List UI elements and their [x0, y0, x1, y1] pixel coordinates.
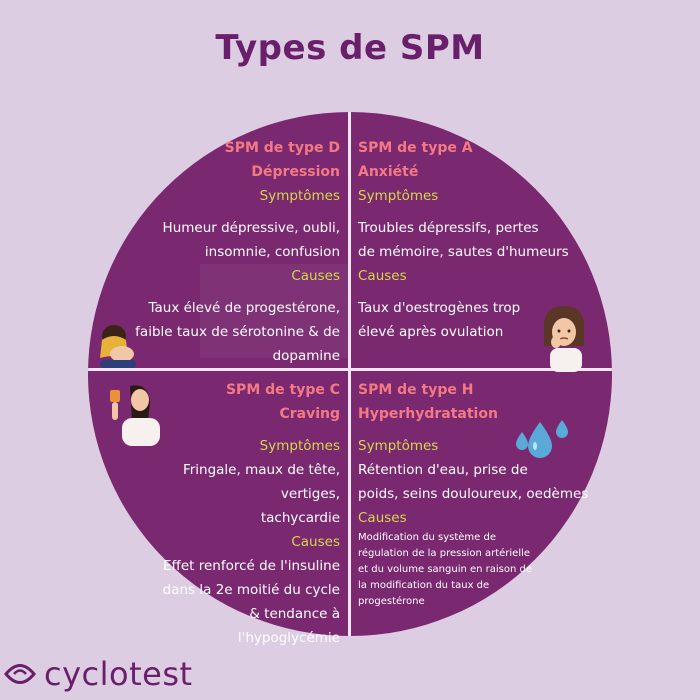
anxious-woman-icon: [543, 306, 585, 372]
quadrant-type-c: SPM de type C Craving Symptômes Fringale…: [120, 378, 340, 650]
page-title: Types de SPM: [215, 28, 485, 68]
quadrant-heading: SPM de type H: [358, 382, 474, 398]
quadrant-subheading: Dépression: [251, 164, 340, 180]
causes-label: Causes: [358, 510, 407, 526]
cause-line: régulation de la pression artérielle: [358, 548, 531, 559]
cyclotest-logo-icon: [4, 664, 36, 684]
quadrant-subheading: Hyperhydratation: [358, 406, 498, 422]
quadrant-heading: SPM de type A: [358, 140, 473, 156]
symptoms-label: Symptômes: [259, 188, 340, 204]
cause-line: Modification du système de: [358, 532, 496, 543]
cause-line: & tendance à: [249, 606, 340, 622]
water-drops-icon: [516, 420, 568, 458]
vertical-divider: [348, 112, 351, 636]
symptom-line: tachycardie: [260, 510, 340, 526]
cause-line: Taux élevé de progestérone,: [148, 300, 341, 316]
cause-line: dans la 2e moitié du cycle: [162, 582, 340, 598]
cause-line: élevé après ovulation: [358, 324, 504, 340]
quadrant-heading: SPM de type C: [225, 382, 340, 398]
quadrant-subheading: Craving: [279, 406, 340, 422]
cause-line: l'hypoglycémie: [237, 630, 340, 646]
causes-label: Causes: [358, 268, 407, 284]
causes-label: Causes: [291, 534, 340, 550]
cause-line: faible taux de sérotonine & de: [135, 324, 340, 340]
symptom-line: Rétention d'eau, prise de: [358, 462, 528, 478]
quadrant-type-d: SPM de type D Dépression Symptômes Humeu…: [120, 136, 340, 368]
cause-line: Effet renforcé de l'insuline: [162, 558, 340, 574]
cause-line: Taux d'oestrogènes trop: [358, 300, 521, 316]
cause-line: la modification du taux de: [358, 580, 490, 591]
sad-woman-icon: [100, 325, 136, 368]
quadrant-heading: SPM de type D: [224, 140, 340, 156]
cause-line: et du volume sanguin en raison de: [358, 564, 533, 575]
symptom-line: Troubles dépressifs, pertes: [358, 220, 539, 236]
symptoms-label: Symptômes: [358, 188, 439, 204]
quadrant-type-a: SPM de type A Anxiété Symptômes Troubles…: [358, 136, 590, 344]
brand-logo: cyclotest: [2, 654, 193, 694]
symptom-line: insomnie, confusion: [204, 244, 340, 260]
quadrant-subheading: Anxiété: [358, 164, 419, 180]
spm-circle: [88, 112, 612, 636]
woman-eating-icon: [110, 385, 160, 446]
symptom-line: poids, seins douloureux, oedèmes: [358, 486, 589, 502]
symptom-line: Fringale, maux de tête, vertiges,: [182, 462, 340, 502]
quadrant-type-h: SPM de type H Hyperhydratation Symptômes…: [358, 378, 590, 610]
cause-line: dopamine: [272, 348, 340, 364]
symptoms-label: Symptômes: [358, 438, 439, 454]
causes-label: Causes: [291, 268, 340, 284]
symptoms-label: Symptômes: [259, 438, 340, 454]
cause-line: progestérone: [358, 596, 425, 607]
horizontal-divider: [88, 368, 612, 371]
symptom-line: Humeur dépressive, oubli,: [162, 220, 340, 236]
brand-name: cyclotest: [44, 655, 193, 693]
symptom-line: de mémoire, sautes d'humeurs: [358, 244, 569, 260]
